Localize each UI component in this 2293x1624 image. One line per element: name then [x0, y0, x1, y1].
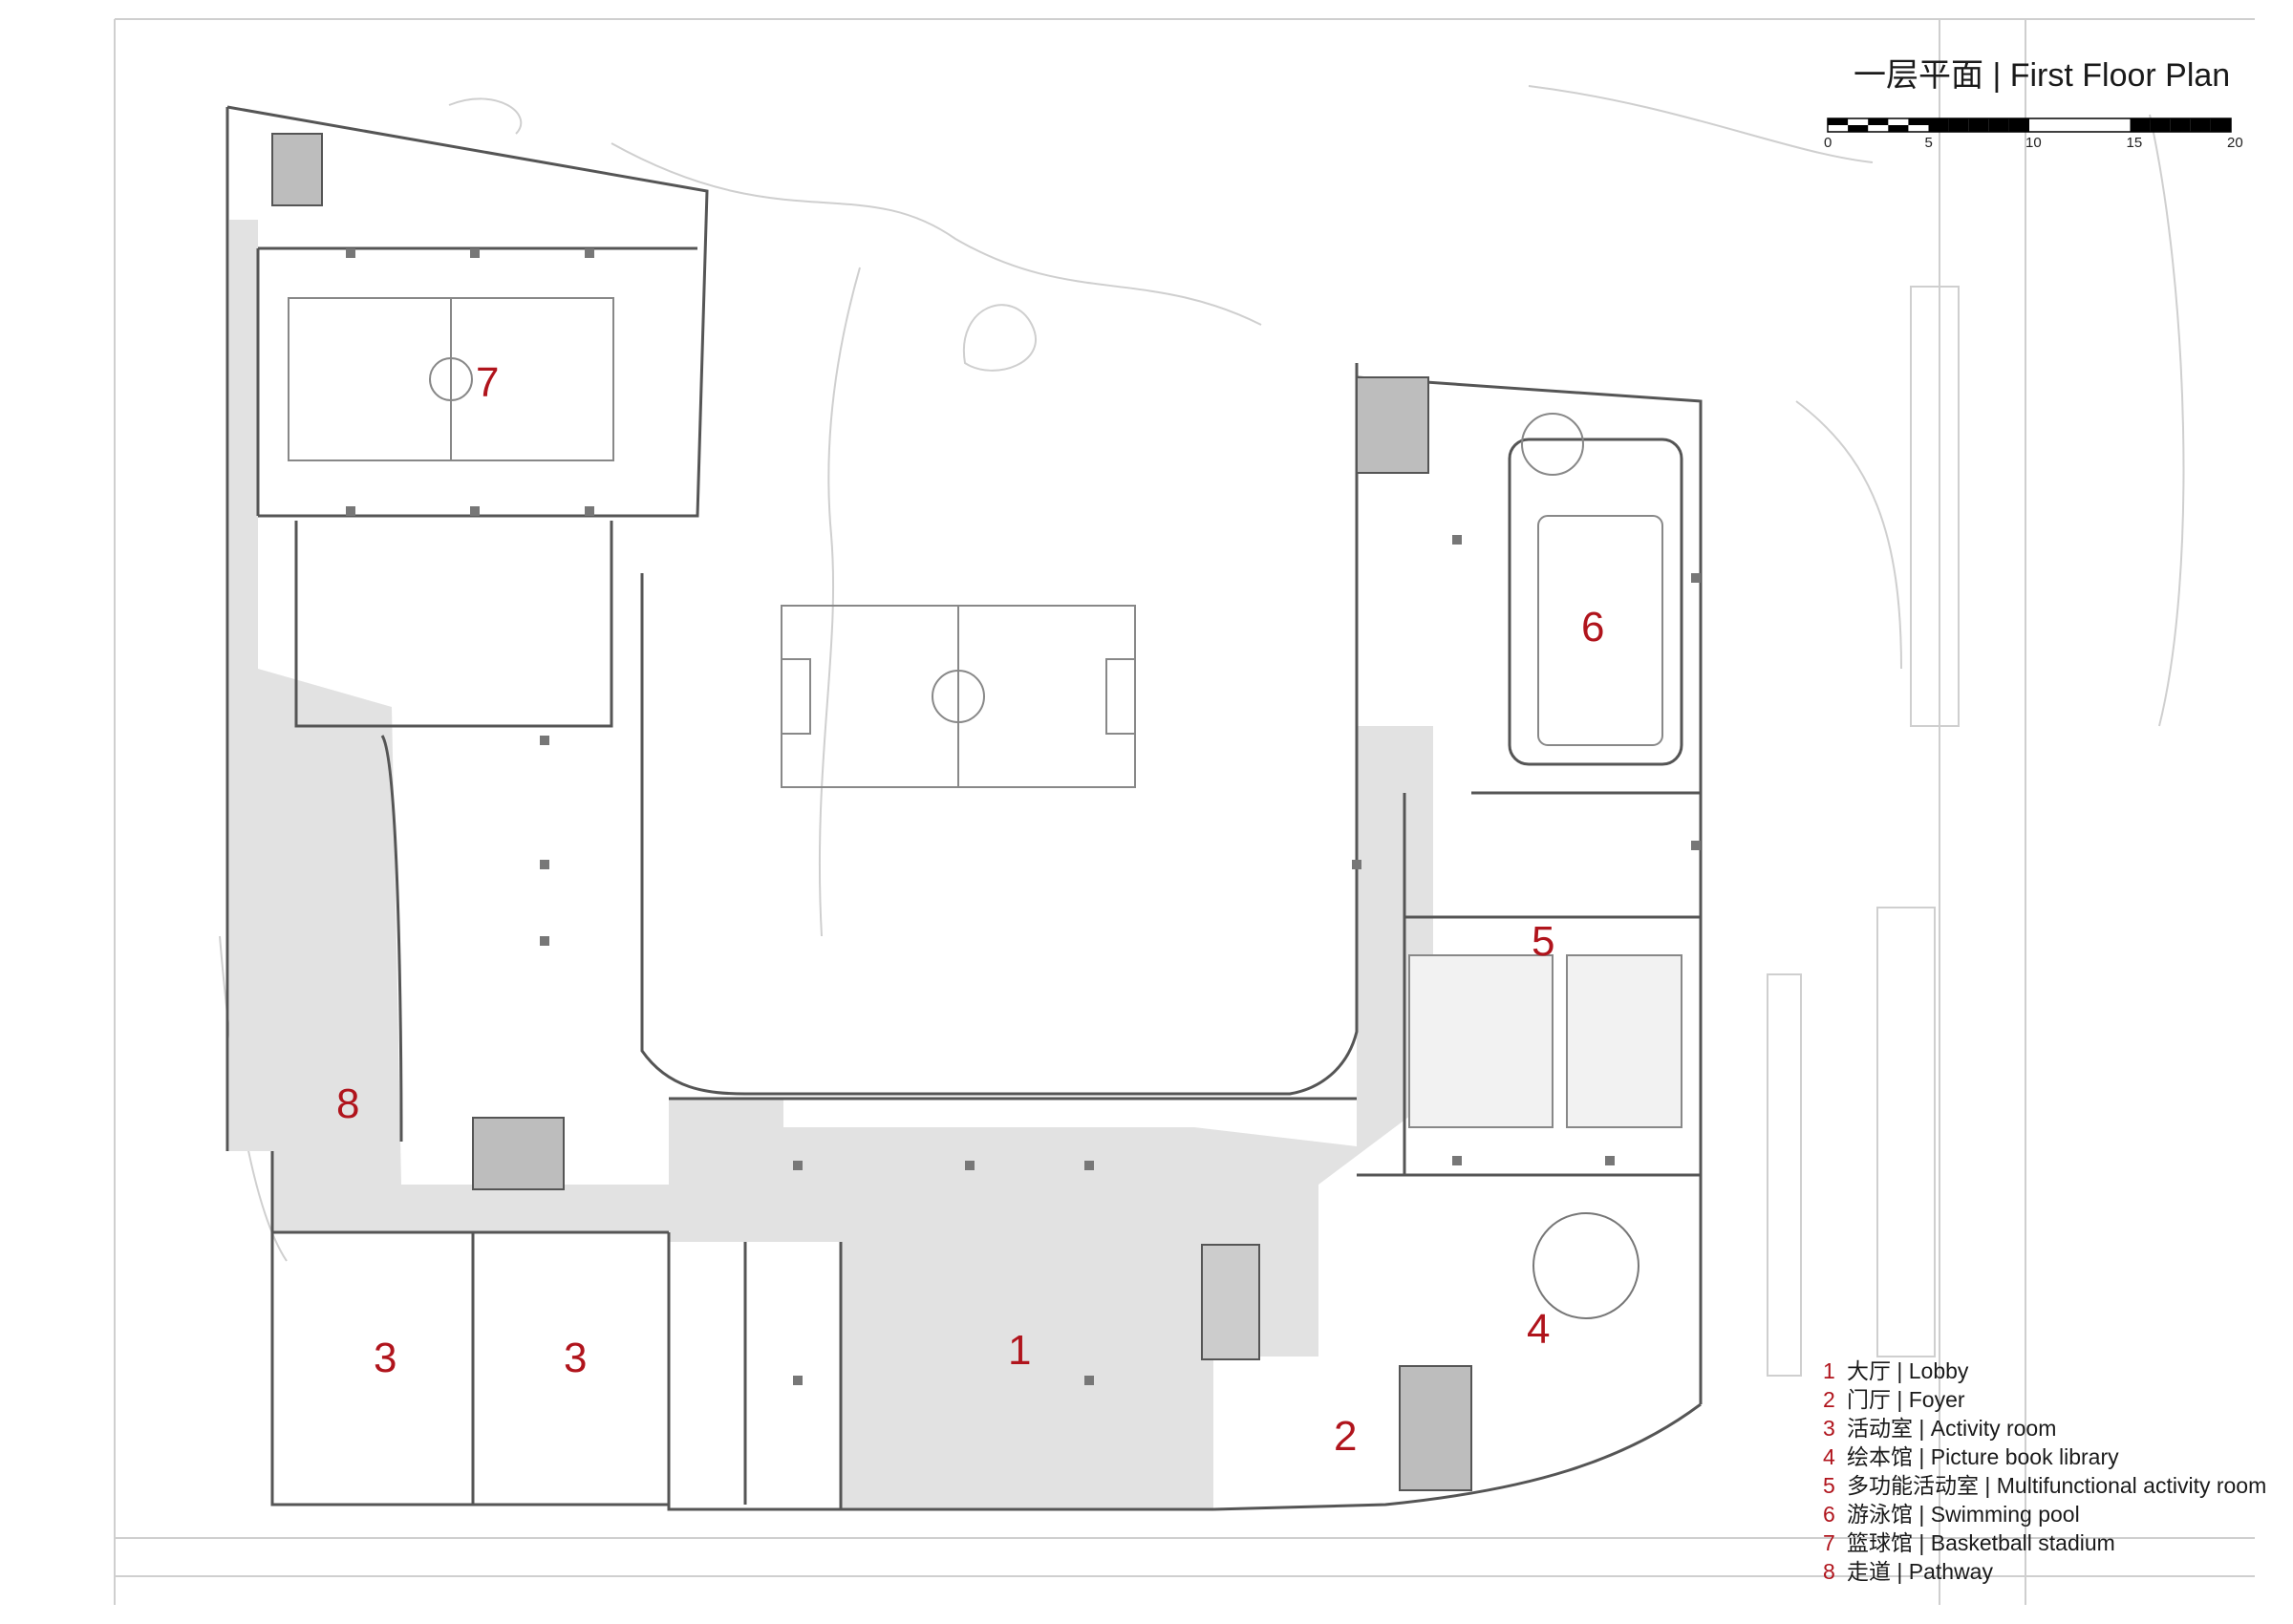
legend-item: 3 活动室 | Activity room	[1823, 1416, 2056, 1441]
scale-bar-segment	[2049, 118, 2070, 132]
scale-bar-segment	[1968, 118, 1989, 132]
scale-bar-segment	[2069, 118, 2090, 132]
scale-bar-tick-label: 20	[2227, 135, 2243, 151]
building-walls	[225, 105, 1703, 1511]
scale-bar-segment	[2190, 118, 2211, 132]
legend-label: 门厅 | Foyer	[1847, 1387, 1965, 1412]
scale-bar-segment	[2008, 118, 2029, 132]
basketball-court	[288, 297, 614, 461]
stairs	[271, 133, 1472, 1491]
structural-columns	[346, 248, 1701, 1385]
legend: 1 大厅 | Lobby 2 门厅 | Foyer 3 活动室 | Activi…	[1823, 1358, 2266, 1584]
scale-bar-segment	[1908, 118, 1929, 125]
legend-number: 6	[1823, 1502, 1835, 1527]
plan-title: 一层平面 | First Floor Plan	[1854, 57, 2230, 94]
scale-bar: 0 5 10 15 20	[1824, 118, 2243, 151]
room-number-pathway: 8	[336, 1080, 359, 1127]
room-number-activity-west: 3	[374, 1335, 396, 1381]
legend-label: 走道 | Pathway	[1847, 1559, 1993, 1584]
legend-number: 3	[1823, 1416, 1835, 1441]
scale-bar-tick-label: 0	[1824, 135, 1832, 151]
scale-bar-segment	[1848, 125, 1869, 132]
legend-label: 活动室 | Activity room	[1847, 1416, 2056, 1441]
legend-item: 7 篮球馆 | Basketball stadium	[1823, 1530, 2115, 1555]
legend-item: 4 绘本馆 | Picture book library	[1823, 1444, 2119, 1469]
legend-label: 游泳馆 | Swimming pool	[1847, 1502, 2080, 1527]
scale-bar-tick-label: 15	[2127, 135, 2143, 151]
scale-bar-segment	[2110, 118, 2131, 132]
room-number-foyer: 2	[1334, 1413, 1357, 1460]
legend-label: 篮球馆 | Basketball stadium	[1847, 1530, 2115, 1555]
scale-bar-segment	[1888, 125, 1909, 132]
legend-number: 2	[1823, 1387, 1835, 1412]
scale-bar-segment	[1948, 118, 1969, 132]
legend-number: 5	[1823, 1473, 1835, 1498]
legend-label: 大厅 | Lobby	[1847, 1358, 1969, 1383]
legend-item: 5 多功能活动室 | Multifunctional activity room	[1823, 1473, 2266, 1498]
swimming-pool	[1521, 413, 1663, 746]
legend-number: 8	[1823, 1559, 1835, 1584]
scale-bar-segment	[2170, 118, 2191, 132]
scale-bar-segment	[2150, 118, 2171, 132]
legend-label: 多功能活动室 | Multifunctional activity room	[1847, 1473, 2266, 1498]
scale-bar-segment	[2210, 118, 2231, 132]
legend-number: 4	[1823, 1444, 1835, 1469]
legend-item: 2 门厅 | Foyer	[1823, 1387, 1965, 1412]
room-number-lobby: 1	[1008, 1327, 1031, 1374]
room-number-picture-book-library: 4	[1527, 1306, 1550, 1353]
scale-bar-segment	[2029, 118, 2050, 132]
scale-bar-segment	[2130, 118, 2151, 132]
scale-bar-segment	[2089, 118, 2111, 132]
legend-item: 8 走道 | Pathway	[1823, 1559, 1993, 1584]
legend-number: 7	[1823, 1530, 1835, 1555]
room-number-multifunctional: 5	[1532, 918, 1554, 965]
room-number-basketball: 7	[476, 359, 499, 406]
scale-bar-segment	[1828, 118, 1849, 125]
scale-bar-frame	[1827, 118, 2232, 133]
room-labels: 1 2 3 3 4 5 6 7 8	[336, 359, 1604, 1460]
room-number-activity-east: 3	[564, 1335, 587, 1381]
room-number-swimming-pool: 6	[1581, 604, 1604, 651]
scale-bar-segment	[1988, 118, 2009, 132]
legend-number: 1	[1823, 1358, 1835, 1383]
scale-bar-tick-label: 10	[2025, 135, 2042, 151]
legend-label: 绘本馆 | Picture book library	[1847, 1444, 2119, 1469]
scale-bar-segment	[1928, 118, 1949, 132]
legend-item: 1 大厅 | Lobby	[1823, 1358, 1969, 1383]
football-field	[781, 605, 1136, 788]
scale-bar-segment	[1868, 118, 1889, 125]
scale-bar-tick-label: 5	[1925, 135, 1933, 151]
site-context	[114, 18, 2255, 1605]
legend-item: 6 游泳馆 | Swimming pool	[1823, 1502, 2080, 1527]
